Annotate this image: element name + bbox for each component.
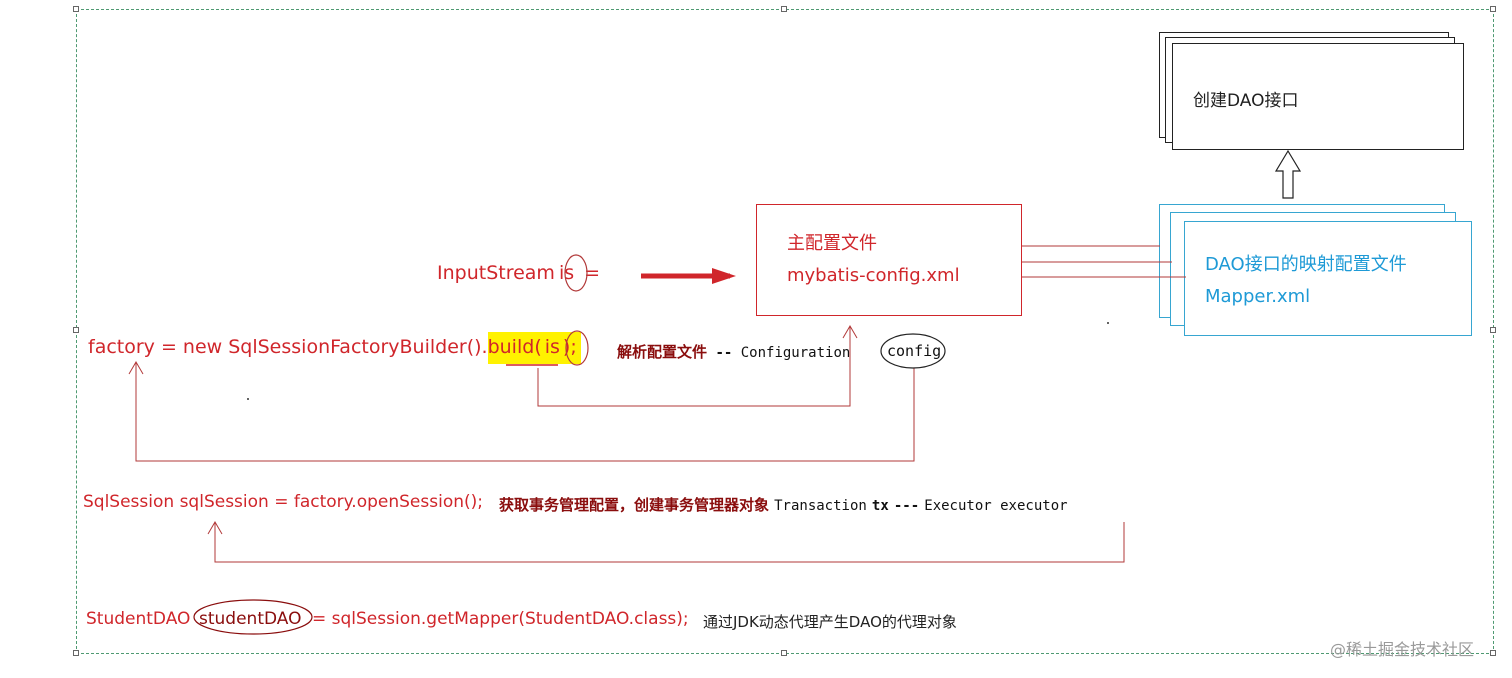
resize-handle-middle-right[interactable] <box>1490 327 1496 333</box>
resize-handle-bottom-right[interactable] <box>1490 650 1496 656</box>
config-up-arrowhead <box>842 325 858 339</box>
factory-up-arrowhead <box>128 361 144 375</box>
mapper-label: DAO接口的映射配置文件 <box>1205 254 1407 275</box>
resize-handle-top-center[interactable] <box>781 6 787 12</box>
watermark: @稀土掘金技术社区 <box>1330 640 1475 659</box>
session-tx-type: Transaction <box>774 498 867 514</box>
inputstream-var: is <box>558 262 575 284</box>
build-arg: is <box>544 336 560 358</box>
inputstream-type: InputStream <box>437 262 555 284</box>
main-config-filename: mybatis-config.xml <box>787 265 960 286</box>
session-sep: --- <box>893 498 920 514</box>
factory-note: 解析配置文件 -- Configuration <box>617 341 850 362</box>
factory-code: factory = new SqlSessionFactoryBuilder()… <box>88 336 488 358</box>
dao-note: 通过JDK动态代理产生DAO的代理对象 <box>703 613 957 631</box>
mapper-box: DAO接口的映射配置文件 Mapper.xml <box>1184 221 1472 336</box>
resize-handle-top-right[interactable] <box>1490 6 1496 12</box>
studentdao-circle <box>193 599 313 635</box>
factory-note-cn: 解析配置文件 <box>617 343 708 361</box>
resize-handle-bottom-center[interactable] <box>781 650 787 656</box>
is-circle-build <box>565 330 589 366</box>
executor-to-session-line <box>214 522 1125 563</box>
session-up-arrowhead <box>207 521 223 535</box>
inputstream-arrowhead <box>712 268 736 284</box>
session-statement: SqlSession sqlSession = factory.openSess… <box>83 492 483 512</box>
is-circle-inputstream <box>564 254 588 292</box>
main-config-label: 主配置文件 <box>787 233 877 254</box>
build-method: build <box>487 336 535 358</box>
factory-statement: factory = new SqlSessionFactoryBuilder()… <box>88 332 581 364</box>
mapper-filename: Mapper.xml <box>1205 286 1311 307</box>
stray-dot-2 <box>1107 322 1109 324</box>
session-note: 获取事务管理配置，创建事务管理器对象 Transaction tx --- Ex… <box>499 494 1068 515</box>
dao-getmapper-call: = sqlSession.getMapper(StudentDAO.class)… <box>312 609 689 629</box>
dao-interface-box: 创建DAO接口 <box>1172 43 1464 150</box>
session-note-cn: 获取事务管理配置，创建事务管理器对象 <box>499 496 770 514</box>
dao-type: StudentDAO <box>86 609 191 629</box>
main-config-box: 主配置文件 mybatis-config.xml <box>756 204 1022 316</box>
config-var: config <box>887 342 942 360</box>
dao-var: studentDAO <box>199 609 302 629</box>
build-to-config-line <box>537 326 851 407</box>
resize-handle-bottom-left[interactable] <box>73 650 79 656</box>
stray-dot-1 <box>247 398 249 400</box>
build-call-highlight: build(is); <box>487 332 581 364</box>
factory-note-type: Configuration <box>740 345 851 361</box>
inputstream-assign: = <box>578 262 601 284</box>
dao-interface-label: 创建DAO接口 <box>1193 91 1299 111</box>
config-to-factory-line <box>135 362 915 462</box>
config-circle <box>880 333 946 369</box>
session-code: SqlSession sqlSession = factory.openSess… <box>83 492 483 512</box>
build-open-paren: ( <box>534 336 542 358</box>
resize-handle-middle-left[interactable] <box>73 327 79 333</box>
session-executor: Executor executor <box>924 498 1068 514</box>
factory-note-sep: -- <box>707 345 741 361</box>
session-tx-var: tx <box>871 498 889 514</box>
mapper-to-interface-arrow <box>1274 149 1302 199</box>
resize-handle-top-left[interactable] <box>73 6 79 12</box>
